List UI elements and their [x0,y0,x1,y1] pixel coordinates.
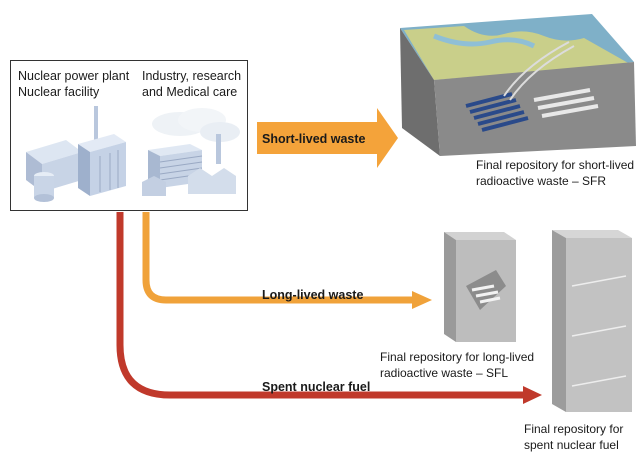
spent-fuel-caption-line2: spent nuclear fuel [524,438,619,452]
industry-line2: and Medical care [142,85,238,99]
long-lived-flow-line [142,212,414,304]
spent-fuel-repository-illustration [552,230,632,412]
industry-line1: Industry, research [142,69,242,83]
power-plant-illustration [26,106,126,202]
spent-fuel-arrowhead [523,386,542,404]
sfr-caption-line1: Final repository for short-lived [476,158,635,172]
sfl-caption-line2: radioactive waste – SFL [380,366,509,380]
long-lived-waste-label: Long-lived waste [262,288,364,302]
industry-illustration [142,108,240,196]
long-lived-arrowhead [412,291,432,309]
short-lived-waste-label: Short-lived waste [262,132,366,146]
spent-fuel-flow-line [116,212,525,399]
sfl-repository-illustration [444,232,516,342]
nuclear-line1: Nuclear power plant [18,69,130,83]
spent-nuclear-fuel-label: Spent nuclear fuel [262,380,371,394]
nuclear-facility-label: Nuclear power plant Nuclear facility [18,68,129,100]
sfl-caption-line1: Final repository for long-lived [380,350,535,364]
sfr-caption-line2: radioactive waste – SFR [476,174,607,188]
spent-fuel-caption-line1: Final repository for [524,422,624,436]
nuclear-line2: Nuclear facility [18,85,100,99]
sfr-repository-illustration [400,14,636,156]
industry-label: Industry, research and Medical care [142,68,241,100]
short-lived-arrow [257,108,398,168]
sfr-caption: Final repository for short-lived radioac… [476,157,634,189]
spent-fuel-caption: Final repository for spent nuclear fuel [524,421,623,453]
sfl-caption: Final repository for long-lived radioact… [380,349,534,381]
